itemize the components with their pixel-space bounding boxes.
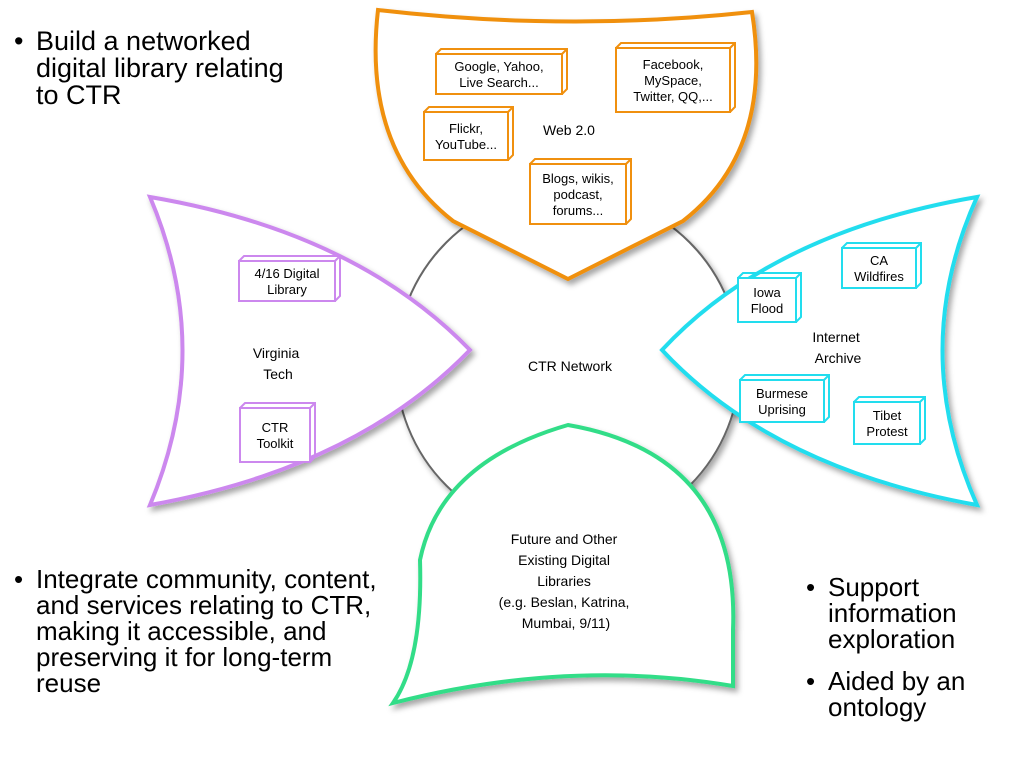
bullet-item: Build a networked digital library relati… (14, 28, 304, 109)
center-label: CTR Network (528, 358, 613, 374)
internet-archive-label-line: Internet (812, 329, 860, 345)
internet-archive-box-label: CA (870, 253, 888, 268)
future-libraries-shape (388, 422, 736, 707)
virginia-tech-box-label: 4/16 Digital (254, 266, 319, 281)
internet-archive-label: Internet Archive (812, 329, 863, 366)
web20-box-frame (529, 163, 627, 225)
virginia-tech-box-label: CTR (262, 420, 289, 435)
internet-archive-box-label: Burmese (756, 386, 808, 401)
web20-box: Facebook,MySpace,Twitter, QQ,... (615, 42, 736, 113)
bullet-list-exploration: Support information exploration Aided by… (806, 574, 1016, 720)
internet-archive-box-frame (853, 401, 921, 445)
web20-box-frame (423, 111, 509, 161)
future-libraries-label-line: (e.g. Beslan, Katrina, (499, 594, 630, 610)
web20-box-label: podcast, (553, 187, 602, 202)
virginia-tech-label-line: Virginia (253, 345, 300, 361)
future-libraries-label-line: Future and Other (511, 531, 618, 547)
internet-archive-box-label: Uprising (758, 402, 806, 417)
web20-box-label: Facebook, (643, 57, 704, 72)
future-libraries-group: Future and Other Existing Digital Librar… (388, 422, 736, 707)
web20-box-label: YouTube... (435, 137, 497, 152)
virginia-tech-box-frame (238, 260, 336, 302)
virginia-tech-label-line: Tech (263, 366, 293, 382)
web20-boxes: Google, Yahoo,Live Search... Facebook,MyS… (423, 42, 736, 225)
internet-archive-box-label: Protest (866, 424, 908, 439)
virginia-tech-label: Virginia Tech (253, 345, 303, 382)
internet-archive-box-label: Tibet (873, 408, 902, 423)
bullet-list-integrate: Integrate community, content, and servic… (14, 566, 384, 696)
internet-archive-label-line: Archive (815, 350, 862, 366)
web20-group: Google, Yahoo,Live Search... Facebook,MyS… (373, 7, 759, 282)
bullet-item: Support information exploration (806, 574, 1016, 652)
web20-box-frame (435, 53, 563, 95)
future-libraries-label-line: Libraries (537, 573, 591, 589)
web20-label: Web 2.0 (543, 122, 595, 138)
web20-box: Blogs, wikis,podcast,forums... (529, 158, 632, 225)
web20-box-label: Blogs, wikis, (542, 171, 614, 186)
virginia-tech-box-label: Library (267, 282, 307, 297)
internet-archive-box-frame (737, 277, 797, 323)
virginia-tech-box-label: Toolkit (257, 436, 294, 451)
web20-box-label: Flickr, (449, 121, 483, 136)
web20-box-label: Live Search... (459, 75, 539, 90)
web20-box-frame (615, 47, 731, 113)
internet-archive-box-frame (739, 379, 825, 423)
future-libraries-label: Future and Other Existing Digital Librar… (499, 531, 634, 631)
web20-box-label: Google, Yahoo, (454, 59, 543, 74)
virginia-tech-box-frame (239, 407, 311, 463)
web20-box-label: forums... (553, 203, 604, 218)
bullet-item: Aided by an ontology (806, 668, 1016, 720)
internet-archive-box-label: Wildfires (854, 269, 904, 284)
internet-archive-box-frame (841, 247, 917, 289)
bullet-item: Integrate community, content, and servic… (14, 566, 384, 696)
web20-box: Flickr,YouTube... (423, 106, 514, 161)
future-libraries-label-line: Existing Digital (518, 552, 610, 568)
internet-archive-box-label: Flood (751, 301, 784, 316)
web20-box: Google, Yahoo,Live Search... (435, 48, 568, 95)
web20-box-label: Twitter, QQ,... (633, 89, 712, 104)
internet-archive-box-label: Iowa (753, 285, 781, 300)
virginia-tech-shape (146, 194, 473, 508)
bullet-list-goal: Build a networked digital library relati… (14, 28, 304, 109)
future-libraries-label-line: Mumbai, 9/11) (522, 615, 610, 631)
web20-box-label: MySpace, (644, 73, 702, 88)
